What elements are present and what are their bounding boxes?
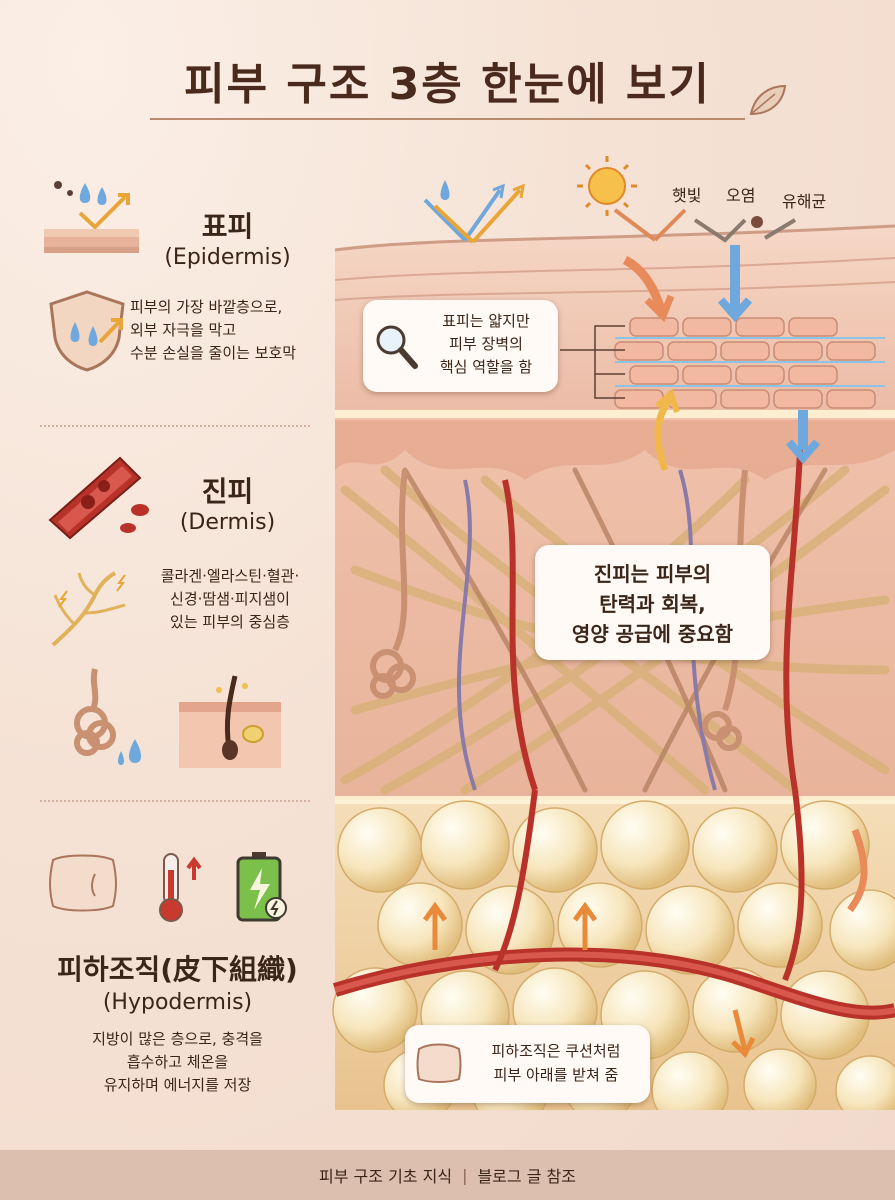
epidermis-callout-line-3: 핵심 역할을 함 bbox=[439, 358, 533, 376]
hypodermis-desc-line-1: 지방이 많은 층으로, 충격을 bbox=[92, 1030, 263, 1048]
section-divider-2 bbox=[40, 800, 310, 802]
sun-icon bbox=[577, 156, 637, 216]
hair-follicle-icon bbox=[179, 675, 281, 768]
footer-left-text: 피부 구조 기초 지식 bbox=[319, 1167, 453, 1186]
nerve-icon bbox=[51, 571, 126, 647]
epidermis-desc-line-2: 외부 자극을 막고 bbox=[130, 321, 237, 339]
dermis-callout: 진피는 피부의 탄력과 회복, 영양 공급에 중요함 bbox=[535, 545, 770, 660]
leaf-icon bbox=[749, 84, 787, 116]
threat-label-pollution: 오염 bbox=[726, 186, 756, 205]
dermis-title: 진피 bbox=[201, 475, 254, 508]
thermometer-icon bbox=[159, 853, 202, 922]
threat-label-bacteria: 유해균 bbox=[782, 192, 827, 211]
dermis-desc-line-1: 콜라겐·엘라스틴·혈관· bbox=[160, 567, 300, 585]
battery-icon bbox=[236, 852, 287, 922]
hypodermis-callout: 피하조직은 쿠션처럼 피부 아래를 받쳐 줌 bbox=[405, 1025, 650, 1103]
blood-vessel-icon bbox=[48, 456, 149, 540]
threat-label-sunlight: 햇빛 bbox=[672, 186, 702, 205]
dermis-desc-line-3: 있는 피부의 중심층 bbox=[170, 613, 290, 631]
footer-right-text: 블로그 글 참조 bbox=[477, 1167, 576, 1186]
epidermis-latin: (Epidermis) bbox=[164, 245, 291, 270]
hypodermis-desc-line-3: 유지하며 에너지를 저장 bbox=[103, 1076, 252, 1094]
title-underline bbox=[150, 118, 745, 120]
hypodermis-latin: (Hypodermis) bbox=[102, 990, 253, 1015]
epidermis-callout-line-1: 표피는 얇지만 bbox=[442, 312, 530, 330]
reflection-arrows bbox=[423, 180, 525, 244]
dermis-desc-line-2: 신경·땀샘·피지샘이 bbox=[170, 590, 290, 608]
pillow-icon bbox=[416, 1043, 462, 1083]
page-title: 피부 구조 3층 한눈에 보기 bbox=[184, 59, 711, 110]
hypodermis-callout-line-1: 피하조직은 쿠션처럼 bbox=[491, 1042, 621, 1060]
epidermis-description: 피부의 가장 바깥층으로, 외부 자극을 막고 수분 손실을 줄이는 보호막 bbox=[130, 296, 320, 365]
dermis-callout-line-2: 탄력과 회복, bbox=[599, 592, 706, 616]
dermis-latin: (Dermis) bbox=[179, 510, 276, 535]
hypodermis-title: 피하조직(皮下組織) bbox=[57, 953, 298, 986]
epidermis-title: 표피 bbox=[201, 210, 254, 243]
magnifier-icon bbox=[376, 325, 418, 369]
dermis-callout-line-3: 영양 공급에 중요함 bbox=[571, 622, 734, 646]
threat-arrows bbox=[613, 208, 797, 243]
hypodermis-description: 지방이 많은 층으로, 충격을 흡수하고 체온을 유지하며 에너지를 저장 bbox=[45, 1028, 310, 1097]
epidermis-callout: 표피는 얇지만 피부 장벽의 핵심 역할을 함 bbox=[363, 300, 558, 392]
sweat-gland-icon bbox=[74, 668, 141, 765]
hypodermis-callout-line-2: 피부 아래를 받쳐 줌 bbox=[493, 1066, 619, 1084]
shield-icon bbox=[49, 290, 125, 372]
pillow-icon bbox=[49, 854, 117, 912]
footer-bar: 피부 구조 기초 지식 | 블로그 글 참조 bbox=[0, 1150, 895, 1200]
hypodermis-desc-line-2: 흡수하고 체온을 bbox=[126, 1053, 229, 1071]
section-divider-1 bbox=[40, 425, 310, 427]
water-drops-icon bbox=[44, 181, 139, 253]
dermis-description: 콜라겐·엘라스틴·혈관· 신경·땀샘·피지샘이 있는 피부의 중심층 bbox=[140, 565, 320, 634]
dermis-callout-line-1: 진피는 피부의 bbox=[593, 562, 712, 586]
footer-separator: | bbox=[462, 1165, 468, 1185]
epidermis-desc-line-3: 수분 손실을 줄이는 보호막 bbox=[130, 344, 297, 362]
epidermis-callout-line-2: 피부 장벽의 bbox=[449, 335, 523, 353]
epidermis-desc-line-1: 피부의 가장 바깥층으로, bbox=[130, 298, 283, 316]
